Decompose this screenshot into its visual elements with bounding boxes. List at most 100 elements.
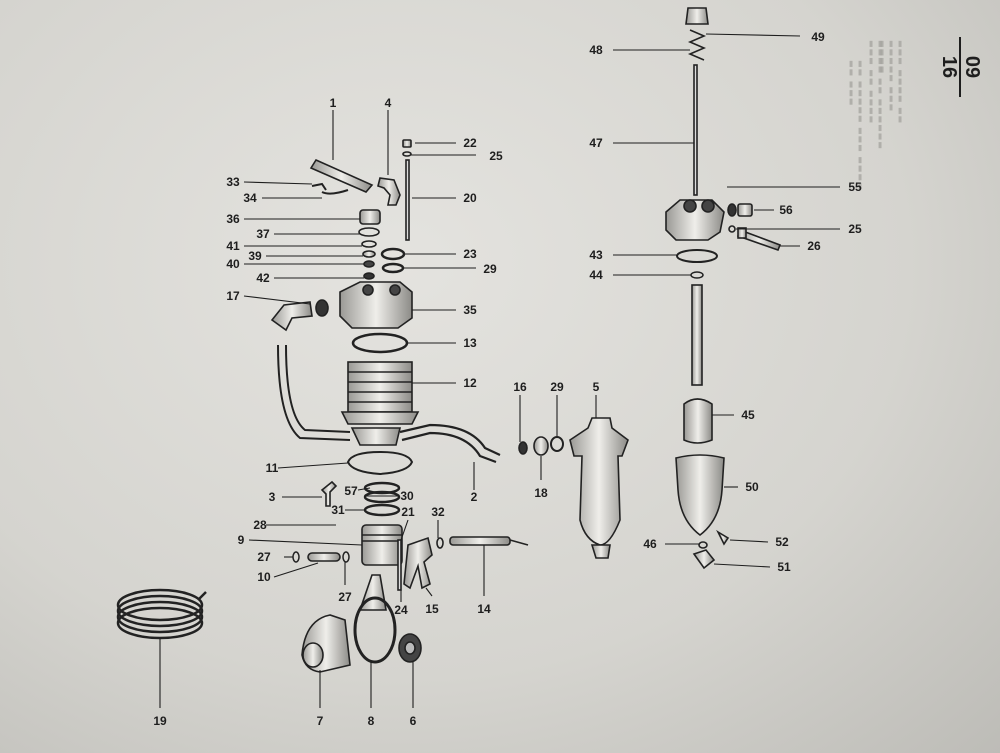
callout-33: 33 — [226, 175, 240, 189]
part-11-gasket — [346, 450, 414, 476]
callout-48: 48 — [589, 43, 603, 57]
part-15-fork — [403, 536, 433, 590]
part-48-spring — [687, 29, 707, 61]
callout-12: 12 — [463, 376, 477, 390]
callout-36: 36 — [226, 212, 240, 226]
part-2-pipe — [399, 423, 501, 464]
callout-39: 39 — [248, 249, 262, 263]
part-7-housing — [301, 614, 351, 673]
callout-27: 27 — [338, 590, 352, 604]
part-25-washer — [402, 151, 412, 157]
part-6-gear — [398, 633, 422, 663]
callout-46: 46 — [643, 537, 657, 551]
part-56-nut — [727, 203, 753, 217]
callout-10: 10 — [257, 570, 271, 584]
part-50-bowl — [675, 454, 725, 537]
callout-55: 55 — [848, 180, 862, 194]
callout-19: 19 — [153, 714, 167, 728]
part-29-ring-b — [550, 436, 564, 452]
callout-25: 25 — [489, 149, 503, 163]
part-44-ring — [690, 271, 704, 279]
callout-21: 21 — [401, 505, 415, 519]
part-17-elbow — [270, 299, 329, 332]
part-41-ring — [361, 240, 377, 248]
part-9-piston — [361, 524, 403, 566]
callout-14: 14 — [477, 602, 491, 616]
callout-23: 23 — [463, 247, 477, 261]
part-23-ring — [380, 247, 406, 261]
callout-13: 13 — [463, 336, 477, 350]
part-35-cylinder-head — [339, 281, 413, 329]
filter-tube — [691, 284, 703, 386]
hose-pipe — [277, 344, 351, 441]
callout-3: 3 — [268, 490, 276, 504]
callout-37: 37 — [256, 227, 270, 241]
part-46-washer — [698, 541, 708, 549]
part-3-bolt — [320, 480, 338, 507]
part-20-rod — [405, 159, 410, 241]
callout-34: 34 — [243, 191, 257, 205]
callout-22: 22 — [463, 136, 477, 150]
part-22-nut — [402, 139, 412, 148]
crankcase-neck — [350, 427, 402, 446]
callout-40: 40 — [226, 257, 240, 271]
callout-1: 1 — [329, 96, 337, 110]
part-52-fitting — [716, 529, 730, 546]
callout-56: 56 — [779, 203, 793, 217]
callout-26: 26 — [807, 239, 821, 253]
callout-2: 2 — [470, 490, 478, 504]
callout-20: 20 — [463, 191, 477, 205]
callout-16: 16 — [513, 380, 527, 394]
callout-31: 31 — [331, 503, 345, 517]
part-47-rod — [693, 64, 698, 196]
part-33-clip — [311, 182, 349, 195]
part-1-tube — [309, 158, 374, 193]
callout-29: 29 — [483, 262, 497, 276]
part-55-valve-body — [665, 199, 725, 241]
callout-6: 6 — [409, 714, 417, 728]
callout-35: 35 — [463, 303, 477, 317]
callout-50: 50 — [745, 480, 759, 494]
part-36-cap — [359, 209, 381, 225]
part-26-bolt — [736, 227, 782, 252]
part-4-elbow — [377, 177, 401, 206]
callout-9: 9 — [237, 533, 245, 547]
part-39-disc — [362, 250, 376, 258]
callout-41: 41 — [226, 239, 240, 253]
callout-27: 27 — [257, 550, 271, 564]
part-24-rod — [397, 539, 402, 591]
callout-43: 43 — [589, 248, 603, 262]
callout-52: 52 — [775, 535, 789, 549]
callout-42: 42 — [256, 271, 270, 285]
callout-44: 44 — [589, 268, 603, 282]
part-12-cylinder — [340, 361, 420, 425]
callout-7: 7 — [316, 714, 324, 728]
part-43-gasket — [676, 249, 718, 263]
part-49-cap — [685, 7, 709, 25]
part-29-ring — [381, 262, 405, 274]
part-40-spring — [363, 260, 375, 268]
part-13-gasket — [351, 332, 409, 354]
part-32-spring — [436, 537, 444, 549]
part-37-spring — [358, 227, 380, 237]
callout-18: 18 — [534, 486, 548, 500]
callout-17: 17 — [226, 289, 240, 303]
part-25-washer-b — [728, 225, 736, 233]
callout-11: 11 — [265, 461, 279, 475]
callout-51: 51 — [777, 560, 791, 574]
callout-25: 25 — [848, 222, 862, 236]
leader-lines — [159, 33, 840, 708]
callout-49: 49 — [811, 30, 825, 44]
part-42-seat — [363, 272, 375, 280]
callout-47: 47 — [589, 136, 603, 150]
part-30-rings — [363, 481, 401, 517]
callout-4: 4 — [384, 96, 392, 110]
part-8-connecting-rod — [353, 574, 397, 664]
part-51-drain-valve — [692, 549, 716, 570]
callout-8: 8 — [367, 714, 375, 728]
callout-45: 45 — [741, 408, 755, 422]
part-5-filter — [569, 417, 629, 559]
callout-28: 28 — [253, 518, 267, 532]
